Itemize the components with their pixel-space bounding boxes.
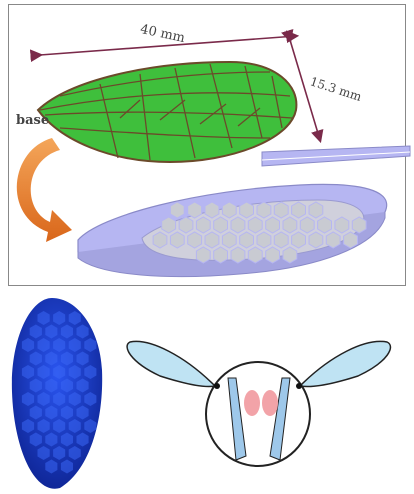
hexagon-cell [257, 202, 271, 218]
hexagon-cell [318, 217, 332, 233]
hexagon-cell [222, 202, 236, 218]
hexagon-cell [326, 232, 340, 248]
chord-label: 15.3 mm [308, 74, 364, 104]
hexagon-cell [153, 232, 167, 248]
hexagon-cell [309, 202, 323, 218]
hexagon-cell [196, 247, 210, 263]
hexagon-cell [292, 232, 306, 248]
hexagon-cell [266, 217, 280, 233]
hexagon-cell [231, 217, 245, 233]
hexagon-cell [344, 232, 358, 248]
hexagon-cell [205, 232, 219, 248]
hexagon-cell [309, 232, 323, 248]
hexagon-cell [222, 232, 236, 248]
base-label: base [16, 113, 49, 128]
hexagon-cell [248, 217, 262, 233]
hexagon-cell [240, 232, 254, 248]
blue-wing-model [78, 184, 387, 276]
hexagon-cell [274, 232, 288, 248]
orange-curved-arrow [17, 138, 72, 242]
left-wing-shape [127, 341, 215, 386]
hexagon-cell [283, 217, 297, 233]
hexagon-cell [162, 217, 176, 233]
right-wing-hinge [296, 383, 302, 389]
hexagon-cell [188, 232, 202, 248]
hexagon-cell [205, 202, 219, 218]
hexagon-cell [335, 217, 349, 233]
right-wing-shape [300, 341, 390, 386]
printed-blue-wing [12, 298, 102, 489]
hexagon-cell [300, 217, 314, 233]
hexagon-cell [188, 202, 202, 218]
wing-side-profile [262, 146, 410, 166]
insect-flight-diagram [127, 341, 390, 466]
thorax-circle [206, 362, 310, 466]
hexagon-cell [179, 217, 193, 233]
hexagon-cell [170, 202, 184, 218]
right-muscle-oval [262, 390, 278, 416]
hexagon-cell [266, 247, 280, 263]
hexagon-cell [248, 247, 262, 263]
hexagon-cell [292, 202, 306, 218]
left-muscle-oval [244, 390, 260, 416]
left-wing-hinge [214, 383, 220, 389]
hexagon-cell [231, 247, 245, 263]
hexagon-cell [196, 217, 210, 233]
hexagon-cell [240, 202, 254, 218]
hexagon-cell [214, 217, 228, 233]
hexagon-cell [257, 232, 271, 248]
span-label: 40 mm [139, 22, 186, 46]
chord-dimension-line [290, 40, 320, 140]
hexagon-cell [214, 247, 228, 263]
hexagon-cell [170, 232, 184, 248]
hexagon-cell [274, 202, 288, 218]
hexagon-cell [283, 247, 297, 263]
hexagon-cell [352, 217, 366, 233]
green-wing [38, 62, 296, 162]
